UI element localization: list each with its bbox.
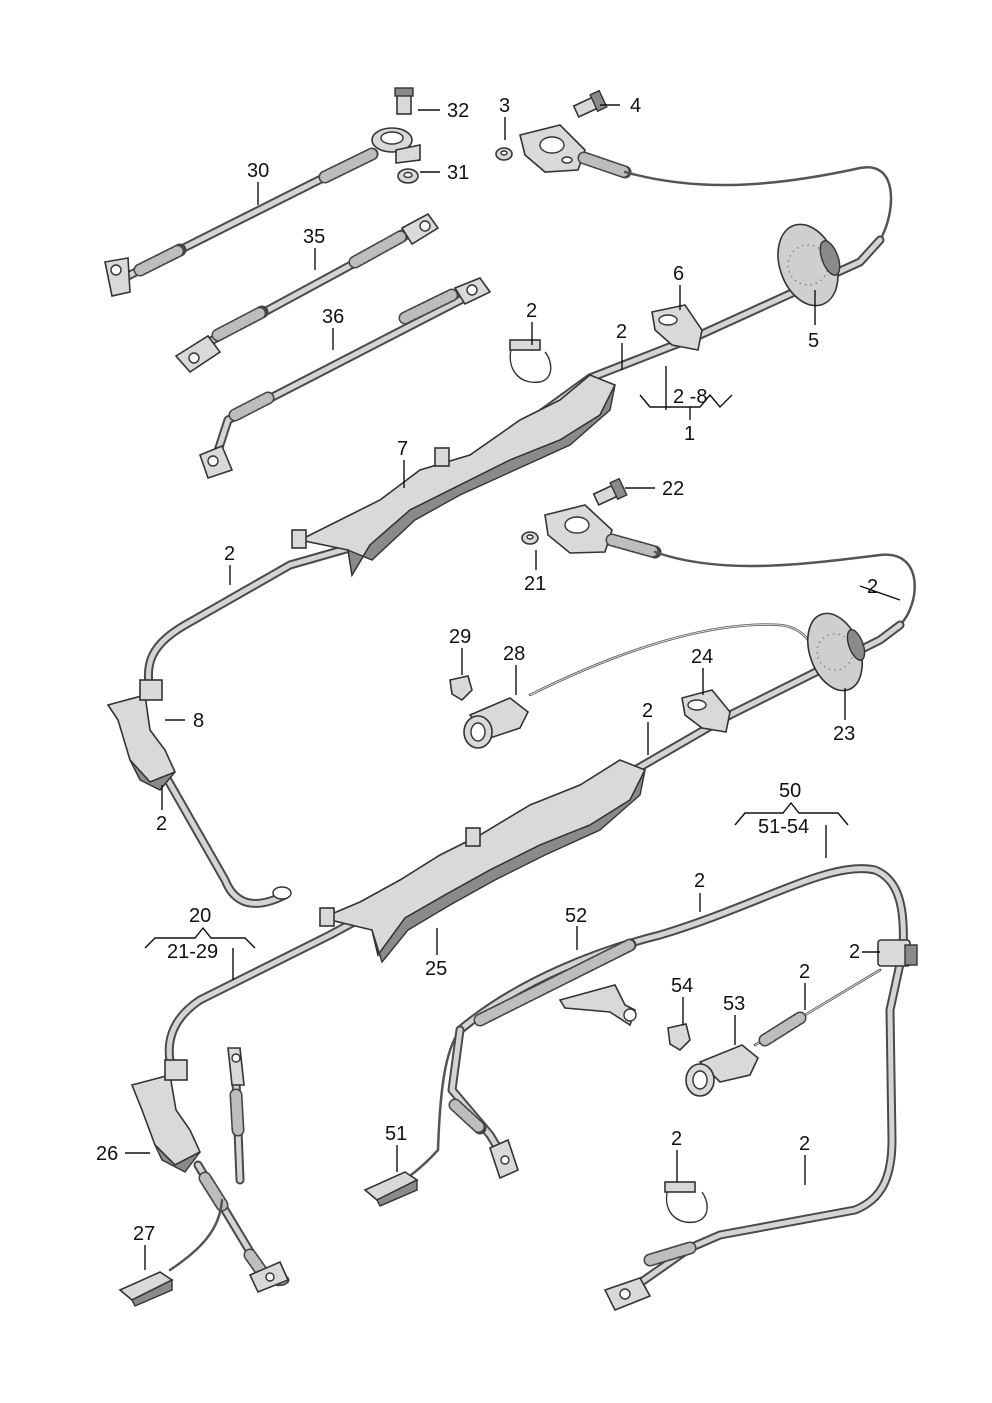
cable-duct-7 bbox=[291, 374, 617, 578]
label-53: 53 bbox=[723, 993, 745, 1015]
sensor-wire-28 bbox=[463, 623, 814, 749]
label-2b: 2 bbox=[616, 321, 627, 343]
label-51: 51 bbox=[385, 1123, 407, 1145]
label-2f: 2 bbox=[642, 700, 653, 722]
clip-54 bbox=[667, 1023, 691, 1052]
part-labels: 32 31 30 35 36 3 4 5 6 2 2 2 -8 1 7 2 8 … bbox=[96, 95, 878, 1245]
positive-cable-middle bbox=[164, 550, 916, 1294]
label-23: 23 bbox=[833, 723, 855, 745]
label-50: 50 bbox=[779, 780, 801, 802]
earth-strap-30 bbox=[104, 127, 421, 297]
cable-36 bbox=[198, 277, 492, 480]
label-22: 22 bbox=[662, 478, 684, 500]
label-2c: 2 bbox=[224, 543, 235, 565]
label-25: 25 bbox=[425, 958, 447, 980]
label-1: 1 bbox=[684, 423, 695, 445]
label-3: 3 bbox=[499, 95, 510, 117]
grommet-5 bbox=[777, 223, 841, 307]
label-8: 8 bbox=[193, 710, 204, 732]
cable-35 bbox=[174, 212, 440, 374]
cable-duct-25 bbox=[319, 759, 647, 964]
label-5: 5 bbox=[808, 330, 819, 352]
bracket-26 bbox=[130, 1059, 202, 1173]
wire-51 bbox=[363, 1025, 519, 1207]
label-54: 54 bbox=[671, 975, 693, 997]
label-21-29: 21-29 bbox=[167, 941, 218, 963]
label-24: 24 bbox=[691, 646, 713, 668]
nut-21 bbox=[521, 531, 539, 545]
label-2h: 2 bbox=[849, 941, 860, 963]
bolt-32 bbox=[394, 87, 414, 115]
label-29: 29 bbox=[449, 626, 471, 648]
holder-24 bbox=[681, 689, 731, 733]
holder-6 bbox=[651, 304, 703, 351]
label-21: 21 bbox=[524, 573, 546, 595]
label-2d: 2 bbox=[156, 813, 167, 835]
battery-terminal-21-22 bbox=[544, 477, 662, 559]
label-31: 31 bbox=[447, 162, 469, 184]
leader-lines bbox=[125, 104, 901, 1270]
bracket-8 bbox=[106, 679, 177, 791]
label-27: 27 bbox=[133, 1223, 155, 1245]
label-2-8: 2 -8 bbox=[673, 386, 707, 408]
clip-2-lower-right bbox=[877, 939, 918, 967]
harness-50 bbox=[455, 864, 908, 1312]
label-2a: 2 bbox=[526, 300, 537, 322]
label-20: 20 bbox=[189, 905, 211, 927]
label-35: 35 bbox=[303, 226, 325, 248]
clip-2-lower-bottom bbox=[664, 1181, 708, 1224]
label-2g: 2 bbox=[694, 870, 705, 892]
sensor-wire-53 bbox=[685, 968, 882, 1097]
battery-terminal-3-4 bbox=[519, 89, 632, 179]
clip-29 bbox=[449, 675, 473, 702]
label-2j: 2 bbox=[671, 1128, 682, 1150]
label-52: 52 bbox=[565, 905, 587, 927]
label-28: 28 bbox=[503, 643, 525, 665]
label-2e: 2 bbox=[867, 576, 878, 598]
label-2i: 2 bbox=[799, 961, 810, 983]
clip-2-upper bbox=[509, 339, 552, 384]
nut-3 bbox=[495, 147, 513, 161]
label-4: 4 bbox=[630, 95, 641, 117]
label-2k: 2 bbox=[799, 1133, 810, 1155]
label-36: 36 bbox=[322, 306, 344, 328]
connector-27 bbox=[118, 1198, 224, 1307]
label-30: 30 bbox=[247, 160, 269, 182]
label-7: 7 bbox=[397, 438, 408, 460]
label-32: 32 bbox=[447, 100, 469, 122]
label-51-54: 51-54 bbox=[758, 816, 809, 838]
label-6: 6 bbox=[673, 263, 684, 285]
nut-31 bbox=[397, 168, 419, 184]
label-26: 26 bbox=[96, 1143, 118, 1165]
grommet-23 bbox=[807, 612, 866, 692]
